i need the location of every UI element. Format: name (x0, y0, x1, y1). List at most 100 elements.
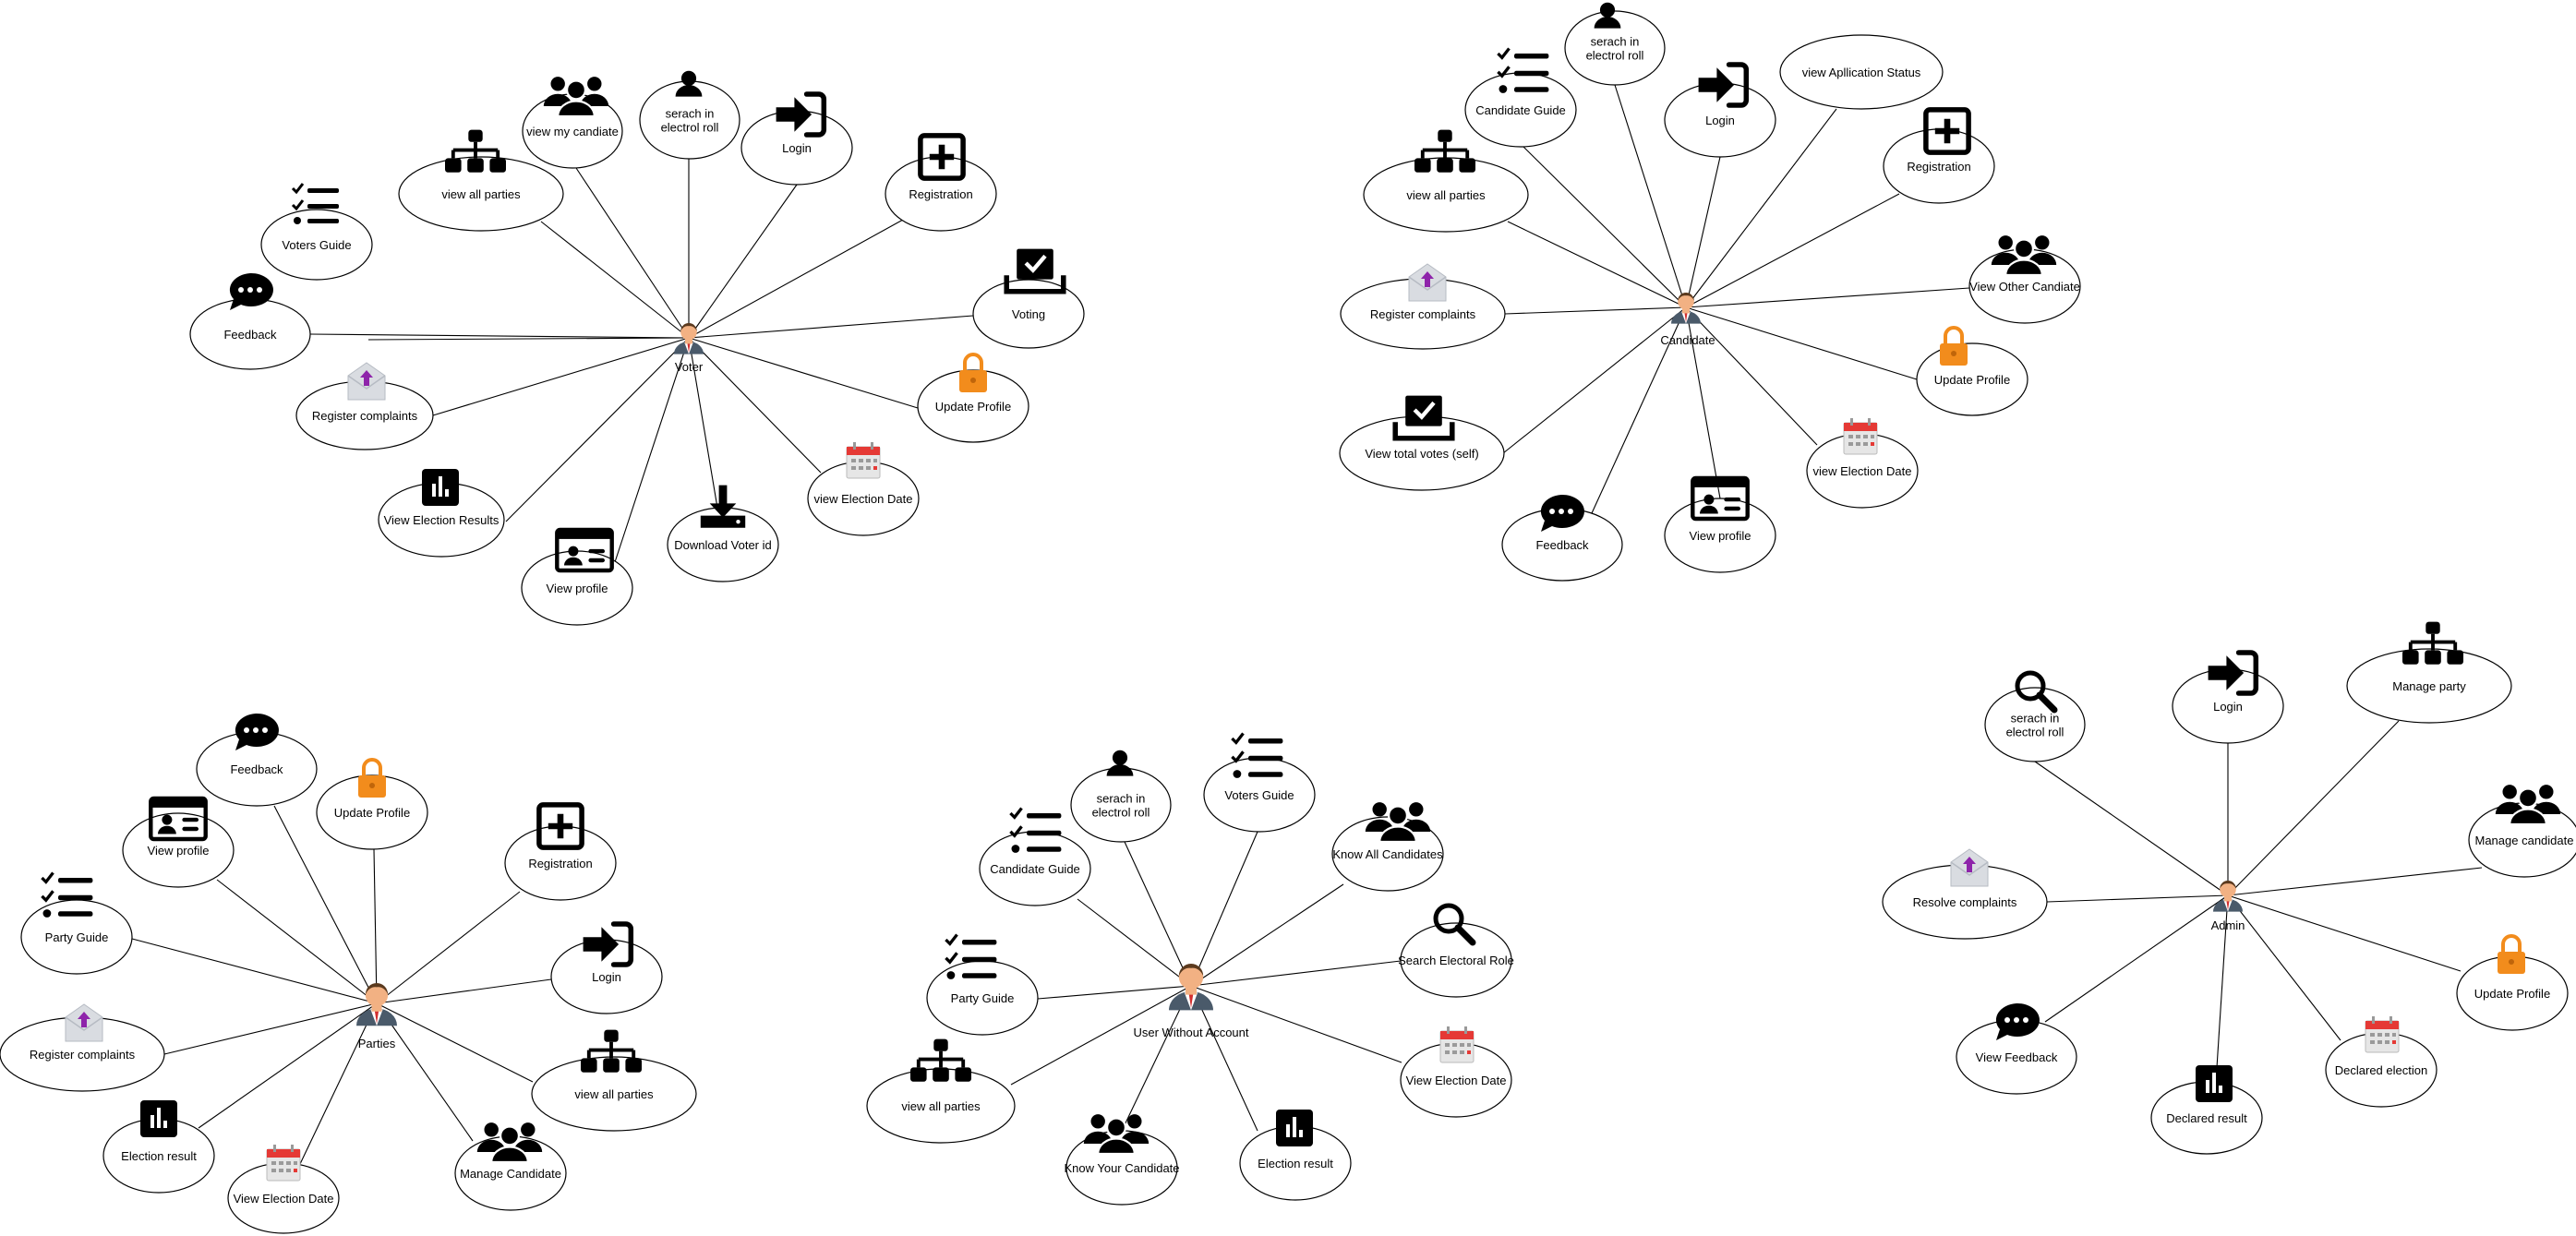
use-case-ellipse[interactable] (1984, 687, 2086, 762)
use-case-view-apllication-status[interactable]: view Apllication Status (1779, 34, 1944, 110)
voter-link-voting (688, 315, 974, 339)
candidate-actor-icon[interactable] (1671, 293, 1701, 324)
admin-link-manage-candidate (2227, 867, 2483, 896)
use-case-candidate-guide[interactable]: Candidate Guide (1464, 47, 1577, 148)
voter-actor-icon[interactable] (674, 323, 704, 354)
use-case-label: View Other Candiate (1969, 280, 2080, 294)
use-case-view-election-date[interactable]: view Election Date (807, 442, 920, 536)
use-case-view-election-results[interactable]: View Election Results (378, 469, 505, 558)
use-case-login[interactable]: Login (740, 91, 853, 186)
use-case-feedback[interactable]: Feedback (189, 272, 311, 370)
use-case-voters-guide[interactable]: Voters Guide (260, 183, 373, 281)
use-case-update-profile[interactable]: Update Profile (917, 353, 1029, 443)
use-case-candidate-guide[interactable]: Candidate Guide (979, 807, 1091, 906)
use-case-ellipse[interactable] (398, 156, 564, 232)
use-case-manage-candidate[interactable]: Manage candidate (2468, 785, 2576, 878)
use-case-voters-guide[interactable]: Voters Guide (1203, 732, 1316, 833)
hierarchy-icon (581, 1029, 642, 1073)
use-case-feedback[interactable]: Feedback (1501, 494, 1623, 582)
use-case-view-election-date[interactable]: View Election Date (227, 1145, 340, 1234)
admin-actor-icon[interactable] (2213, 881, 2243, 912)
use-case-search-electoral-role[interactable]: Search Electoral Role (1398, 903, 1514, 998)
use-case-update-profile[interactable]: Update Profile (316, 758, 428, 850)
use-case-label: Feedback (230, 762, 283, 776)
use-case-label: view all parties (441, 187, 521, 201)
use-case-voting[interactable]: Voting (972, 248, 1085, 349)
login-icon (776, 91, 827, 138)
use-case-view-all-parties[interactable]: view all parties (531, 1029, 697, 1132)
use-case-election-result[interactable]: Election result (102, 1100, 215, 1194)
user-without-account-actor-icon[interactable] (1169, 964, 1213, 1011)
use-case-view-all-parties[interactable]: view all parties (1363, 129, 1529, 233)
candidate-link-update-profile (1685, 306, 1918, 380)
use-case-ellipse[interactable] (972, 279, 1085, 349)
use-case-feedback[interactable]: Feedback (196, 713, 318, 807)
ballot-check-icon (1392, 395, 1455, 441)
use-case-label: Manage candidate (2475, 834, 2574, 847)
use-case-registration[interactable]: Registration (1883, 107, 1995, 204)
use-case-ellipse[interactable] (2346, 648, 2512, 724)
use-case-label: Registration (909, 187, 972, 201)
use-case-manage-candidate[interactable]: Manage Candidate (454, 1122, 567, 1211)
login-icon (2208, 650, 2259, 696)
user-without-account-link-candidate-guide (1077, 898, 1192, 987)
use-case-register-complaints[interactable]: Register complaints (1340, 263, 1506, 350)
use-case-ellipse[interactable] (531, 1056, 697, 1132)
use-case-view-all-parties[interactable]: view all parties (398, 129, 564, 232)
parties-link-register-complaints (163, 1002, 378, 1055)
use-case-declared-election[interactable]: Declared election (2325, 1016, 2438, 1108)
use-case-register-complaints[interactable]: Register complaints (0, 1003, 165, 1092)
use-case-view-my-candiate[interactable]: view my candiate (522, 77, 623, 169)
use-case-register-complaints[interactable]: Register complaints (295, 362, 434, 450)
voter-link-view-election-date (688, 337, 822, 474)
use-case-label: Search Electoral Role (1398, 954, 1514, 967)
use-case-view-total-votes-self[interactable]: View total votes (self) (1339, 395, 1505, 491)
use-case-ellipse[interactable] (260, 209, 373, 281)
parties-link-view-election-date (299, 1002, 378, 1165)
use-case-know-your-candidate[interactable]: Know Your Candidate (1064, 1114, 1180, 1206)
candidate-link-serach-in-electrol-roll (1614, 84, 1687, 308)
use-case-election-result[interactable]: Election result (1239, 1110, 1352, 1201)
use-case-label: Update Profile (1934, 373, 2010, 387)
parties-link-login (376, 978, 552, 1004)
parties-link-feedback (273, 805, 378, 1004)
use-case-view-election-date[interactable]: view Election Date (1806, 418, 1919, 509)
use-case-view-feedback[interactable]: View Feedback (1956, 1002, 2077, 1095)
voter-link-view-election-results (505, 337, 690, 522)
parties-actor-icon[interactable] (356, 983, 397, 1026)
use-case-login[interactable]: Login (1664, 62, 1776, 158)
use-case-party-guide[interactable]: Party Guide (926, 933, 1039, 1036)
use-case-view-profile[interactable]: View profile (521, 527, 633, 626)
use-case-ellipse[interactable] (1779, 34, 1944, 110)
use-case-view-election-date[interactable]: View Election Date (1400, 1026, 1512, 1118)
use-case-manage-party[interactable]: Manage party (2346, 621, 2512, 724)
use-case-party-guide[interactable]: Party Guide (20, 871, 133, 975)
use-case-registration[interactable]: Registration (504, 802, 617, 901)
use-case-update-profile[interactable]: Update Profile (2456, 934, 2569, 1031)
use-case-label: Manage Candidate (460, 1167, 561, 1181)
use-case-download-voter-id[interactable]: Download Voter id (667, 485, 779, 582)
use-case-view-profile[interactable]: View profile (1664, 475, 1776, 573)
use-case-declared-result[interactable]: Declared result (2150, 1065, 2263, 1155)
use-case-registration[interactable]: Registration (885, 133, 997, 232)
use-case-view-profile[interactable]: View profile (122, 796, 235, 888)
use-case-ellipse[interactable] (1400, 922, 1512, 998)
use-case-update-profile[interactable]: Update Profile (1916, 326, 2028, 416)
use-case-resolve-complaints[interactable]: Resolve complaints (1882, 848, 2048, 940)
hierarchy-icon (445, 129, 506, 173)
checklist-icon (1497, 47, 1549, 93)
use-case-login[interactable]: Login (2172, 650, 2284, 744)
use-case-know-all-candidates[interactable]: Know All Candidates (1331, 802, 1444, 892)
use-case-view-all-parties[interactable]: view all parties (866, 1038, 1016, 1144)
calendar-icon (1843, 418, 1878, 455)
use-case-view-other-candiate[interactable]: View Other Candiate (1968, 235, 2081, 324)
use-case-login[interactable]: Login (550, 921, 663, 1014)
parties-link-manage-candidate (376, 1002, 474, 1142)
